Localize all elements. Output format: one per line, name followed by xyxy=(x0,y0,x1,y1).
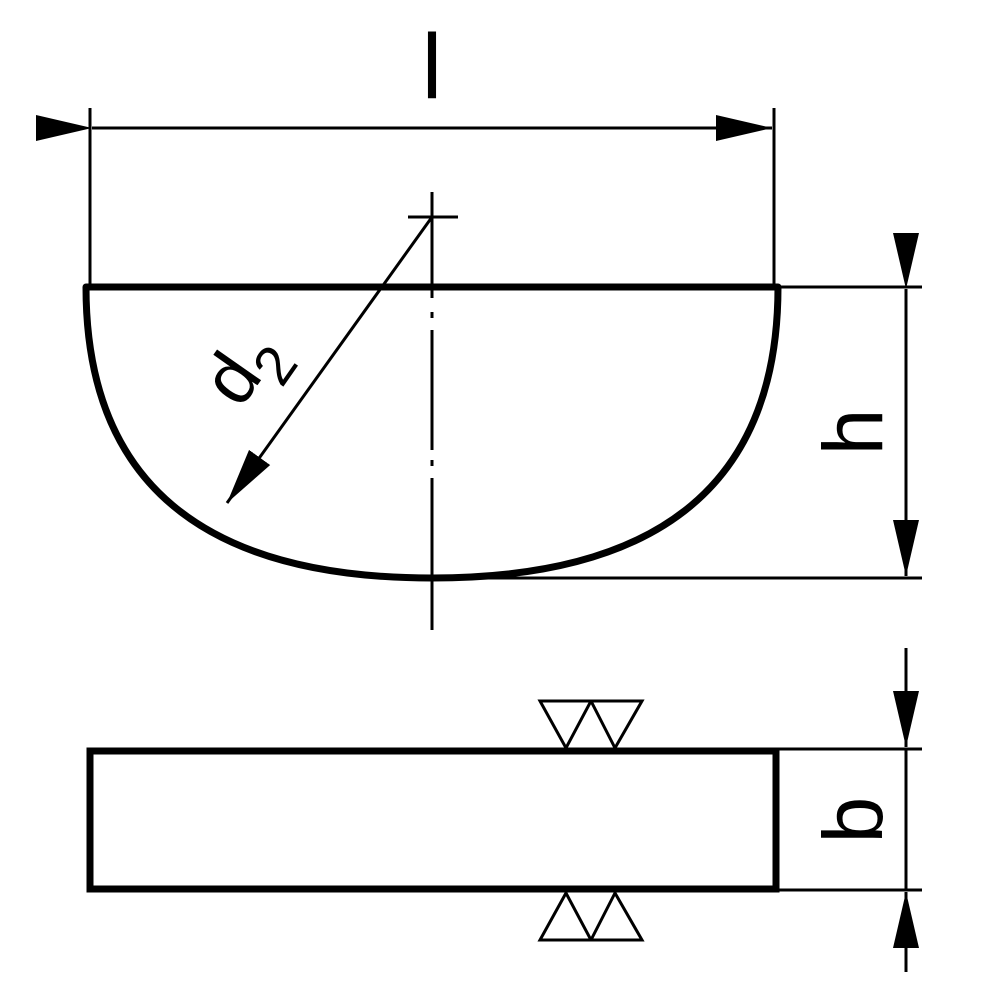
height-label: h xyxy=(806,409,900,456)
surface-finish-icon-top xyxy=(537,699,645,752)
width-label: b xyxy=(806,797,900,844)
key-side-outline xyxy=(86,747,780,893)
length-label: l xyxy=(422,16,442,118)
surface-finish-icon-bottom xyxy=(537,889,645,942)
side-view xyxy=(86,648,922,972)
diameter-leader-line xyxy=(225,216,434,504)
front-view xyxy=(36,108,922,630)
